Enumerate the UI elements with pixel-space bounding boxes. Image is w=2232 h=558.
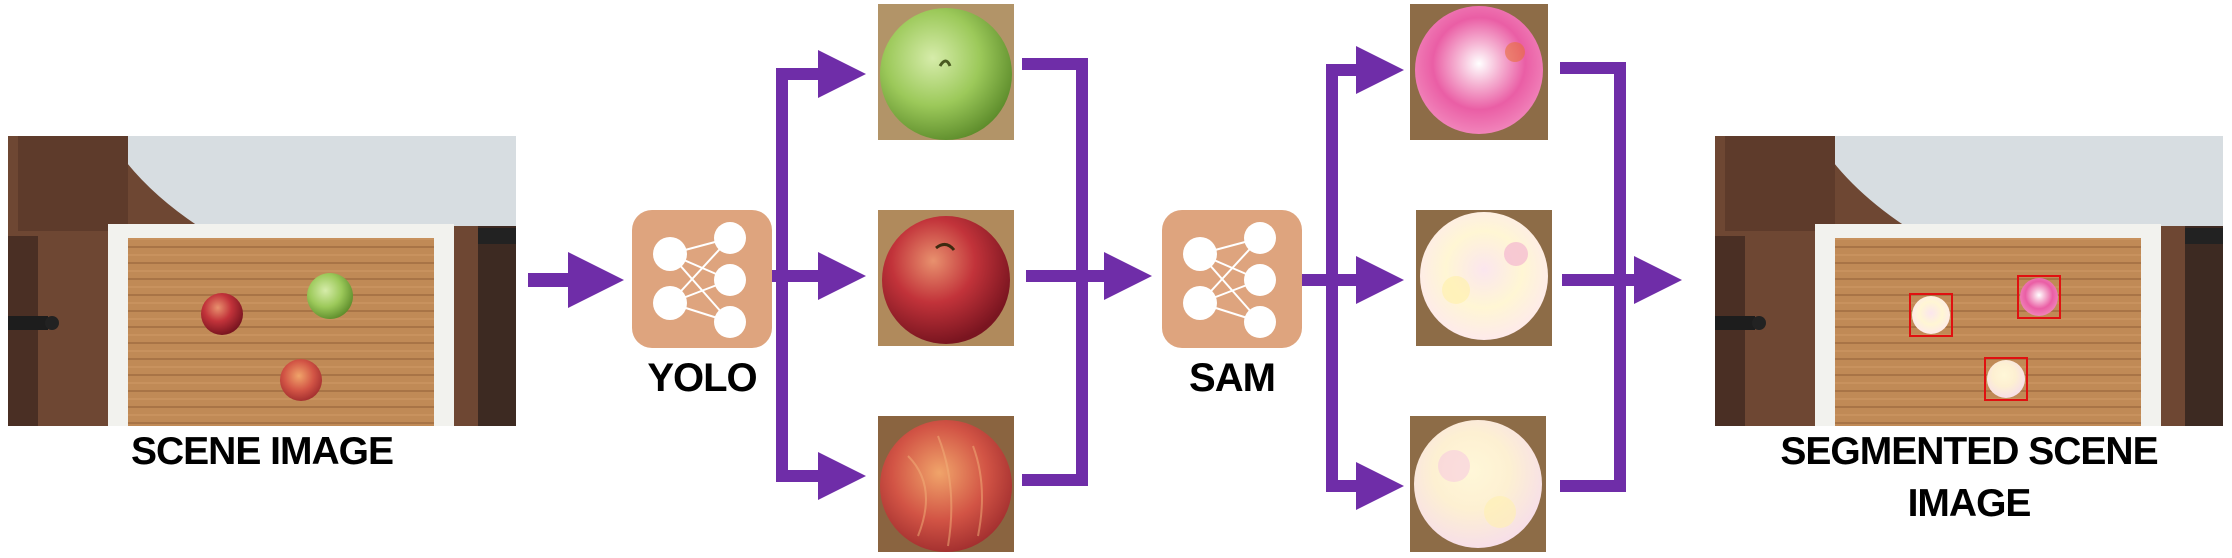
yolo-label: YOLO [647, 356, 757, 400]
mask-cream-2 [1410, 416, 1546, 552]
crop-red-apple [878, 210, 1014, 346]
arrows-masks-to-segmented [1560, 62, 1682, 492]
scene-image-label: SCENE IMAGE [130, 430, 394, 473]
scene-image [8, 136, 516, 426]
segmented-scene-label-line1: SEGMENTED SCENE [1780, 430, 2158, 473]
segmented-scene-image [1715, 136, 2223, 426]
crop-green-apple [878, 4, 1014, 140]
arrows-sam-to-masks [1302, 46, 1404, 510]
segmented-apple-1 [1909, 293, 1953, 337]
yolo-network-icon [632, 210, 772, 348]
segmented-apple-3 [1984, 357, 2028, 401]
arrows-crops-to-sam [1022, 58, 1152, 486]
sam-network-icon [1162, 210, 1302, 348]
arrows-yolo-to-crops [772, 50, 866, 500]
crop-striped-apple [878, 416, 1014, 552]
mask-pink [1410, 4, 1548, 140]
segmented-apple-2 [2017, 275, 2061, 319]
mask-cream-1 [1416, 210, 1552, 346]
segmented-scene-label-line2: IMAGE [1907, 482, 2032, 525]
sam-label: SAM [1189, 356, 1276, 400]
